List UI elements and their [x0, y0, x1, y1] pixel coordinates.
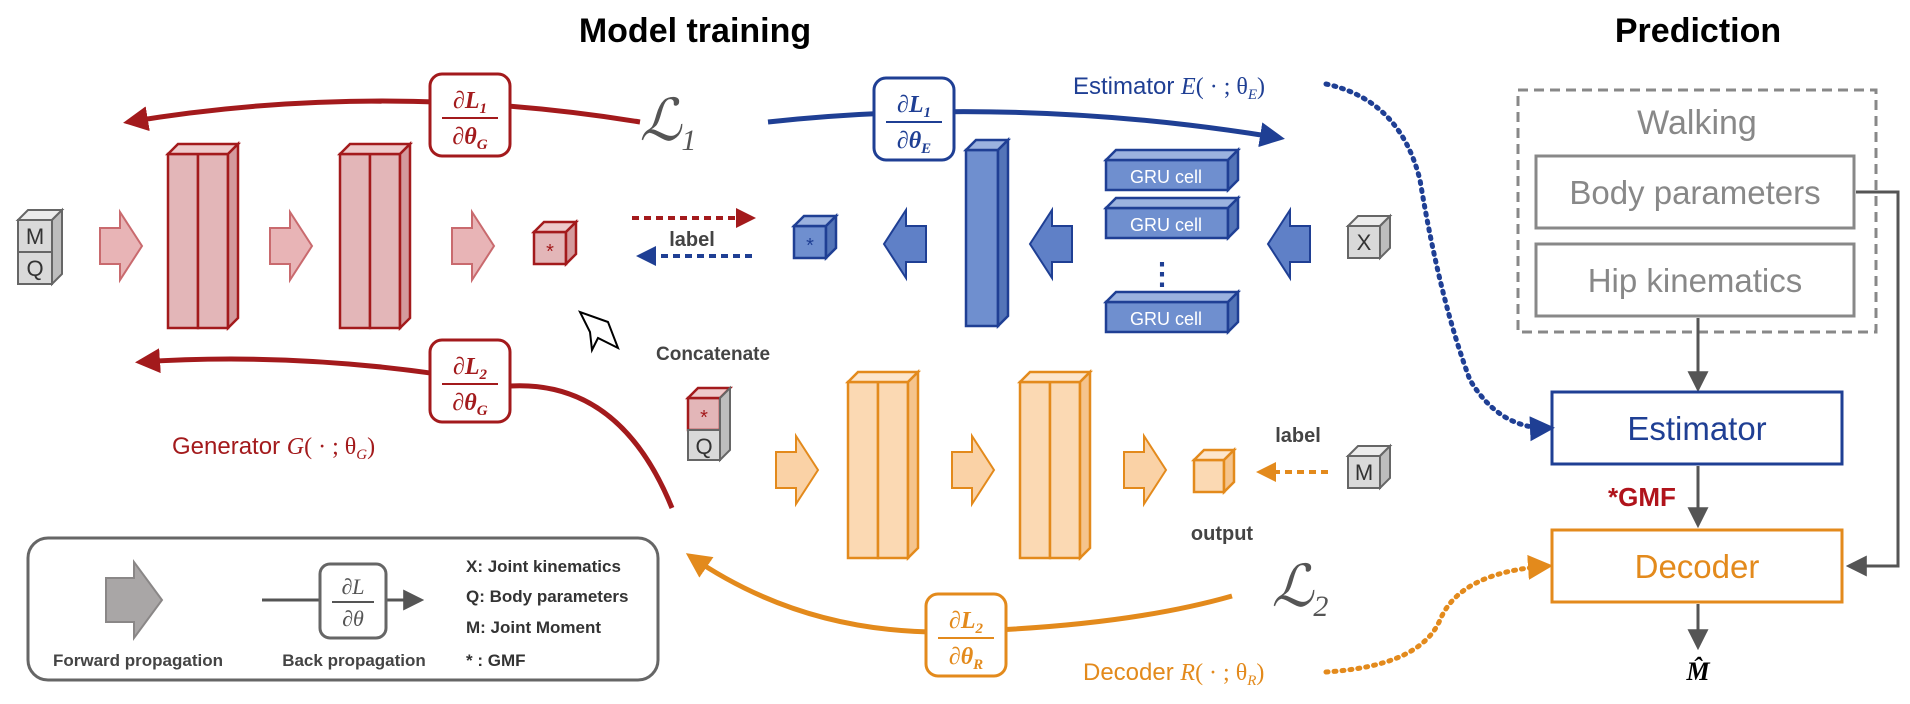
- svg-text:GRU cell: GRU cell: [1130, 167, 1202, 187]
- forward-arrow-g1: [99, 208, 144, 284]
- legend-box: Forward propagation ∂L ∂θ Back propagati…: [26, 536, 660, 682]
- generator-label: Generator G( · ; θG): [172, 433, 375, 463]
- svg-text:Estimator: Estimator: [1627, 410, 1766, 447]
- forward-arrow-e3: [1266, 206, 1311, 282]
- svg-text:Hip kinematics: Hip kinematics: [1588, 262, 1803, 299]
- generator-layer-1: [164, 140, 242, 332]
- heading-prediction: Prediction: [1615, 12, 1781, 50]
- loss-l2-symbol: ℒ2: [1272, 554, 1329, 623]
- forward-arrow-e1: [882, 206, 927, 282]
- concatenate-label: Concatenate: [656, 344, 770, 365]
- svg-text:∂θG: ∂θG: [452, 390, 487, 419]
- svg-text:Decoder: Decoder: [1635, 548, 1760, 585]
- svg-text:*: *: [806, 235, 814, 257]
- gru-ellipsis: ⋮: [1147, 258, 1177, 291]
- legend-forward-arrow: [105, 558, 164, 642]
- decoder-output-cube: [1190, 446, 1238, 496]
- svg-text:*: *: [546, 241, 554, 263]
- svg-text:∂L1: ∂L1: [453, 88, 487, 117]
- estimator-training-to-prediction-link: [1323, 81, 1555, 442]
- concatenated-input-cube: * Q: [684, 385, 734, 463]
- forward-arrow-g3: [451, 208, 496, 284]
- gradient-box-dl2-dthetaR: ∂L2 ∂θR: [924, 592, 1008, 678]
- svg-text:M: M: [1355, 460, 1373, 485]
- generator-layer-2: [336, 140, 414, 332]
- gradient-box-dl1-dthetaE: ∂L1 ∂θE: [872, 76, 956, 162]
- hip-kinematics-box: Hip kinematics: [1534, 242, 1856, 318]
- backprop-arrow-l1-to-generator: [123, 98, 641, 132]
- svg-text:GRU cell: GRU cell: [1130, 309, 1202, 329]
- forward-arrow-d2: [951, 432, 996, 508]
- svg-text:X: X: [1357, 230, 1372, 255]
- forward-arrow-e2: [1028, 206, 1073, 282]
- heading-model-training: Model training: [579, 12, 811, 50]
- gradient-box-dl1-dthetaG: ∂L1 ∂θG: [428, 72, 512, 158]
- predicted-moment-symbol: M̂: [1685, 657, 1710, 686]
- forward-arrow-d1: [775, 432, 820, 508]
- decoder-layer-1: [844, 368, 922, 562]
- decoder-label: Decoder R( · ; θR): [1083, 659, 1264, 689]
- legend-forward-label: Forward propagation: [53, 651, 223, 670]
- svg-text:∂θR: ∂θR: [949, 644, 983, 673]
- svg-text:∂L1: ∂L1: [897, 92, 931, 121]
- legend-item-q: Q: Body parameters: [466, 587, 629, 606]
- svg-text:∂L2: ∂L2: [949, 608, 984, 637]
- body-parameters-to-decoder-arrow: [1845, 190, 1900, 577]
- svg-text:*: *: [700, 407, 708, 429]
- gru-cell-1: GRU cell: [1102, 146, 1242, 194]
- gmf-label: *GMF: [1608, 482, 1676, 512]
- input-cube-x: X: [1345, 213, 1393, 261]
- legend-back-label: Back propagation: [282, 651, 426, 670]
- prediction-estimator-box: Estimator: [1550, 390, 1844, 466]
- estimator-label: Estimator E( · ; θE): [1073, 73, 1265, 103]
- body-parameters-box: Body parameters: [1534, 154, 1856, 230]
- legend-item-x: X: Joint kinematics: [466, 557, 621, 576]
- gru-cell-2: GRU cell: [1102, 194, 1242, 242]
- backprop-arrow-l1-to-estimator: [767, 109, 1285, 148]
- walking-label: Walking: [1637, 104, 1757, 142]
- label-text-top: label: [669, 229, 715, 251]
- legend-item-m: M: Joint Moment: [466, 618, 601, 637]
- legend-item-star: * : GMF: [466, 651, 526, 670]
- svg-text:∂θE: ∂θE: [897, 128, 931, 157]
- svg-text:∂L: ∂L: [341, 574, 364, 599]
- concatenate-arrow: [577, 310, 620, 354]
- decoder-training-to-prediction-link: [1323, 554, 1553, 675]
- label-text-bottom: label: [1275, 425, 1321, 447]
- estimator-dense-layer: [962, 136, 1012, 330]
- svg-text:Body parameters: Body parameters: [1569, 174, 1820, 211]
- gradient-box-dl2-dthetaG: ∂L2 ∂θG: [428, 338, 512, 424]
- svg-text:M: M: [26, 224, 44, 249]
- forward-arrow-g2: [269, 208, 314, 284]
- input-cube-mq: M Q: [15, 207, 65, 287]
- prediction-decoder-box: Decoder: [1550, 528, 1844, 604]
- decoder-layer-2: [1016, 368, 1094, 562]
- loss-l1-symbol: ℒ1: [640, 88, 697, 157]
- gru-cell-3: GRU cell: [1102, 288, 1242, 336]
- svg-text:Q: Q: [26, 256, 43, 281]
- target-cube-m: M: [1345, 443, 1393, 491]
- output-label: output: [1191, 523, 1254, 545]
- svg-text:GRU cell: GRU cell: [1130, 215, 1202, 235]
- estimator-output-cube: *: [790, 212, 840, 262]
- forward-arrow-d3: [1123, 432, 1168, 508]
- svg-text:∂L2: ∂L2: [453, 354, 488, 383]
- generator-output-cube: *: [530, 218, 580, 268]
- walking-group-box: [1516, 88, 1878, 334]
- svg-text:∂θG: ∂θG: [452, 124, 487, 153]
- svg-text:Q: Q: [695, 434, 712, 459]
- svg-text:∂θ: ∂θ: [342, 606, 364, 631]
